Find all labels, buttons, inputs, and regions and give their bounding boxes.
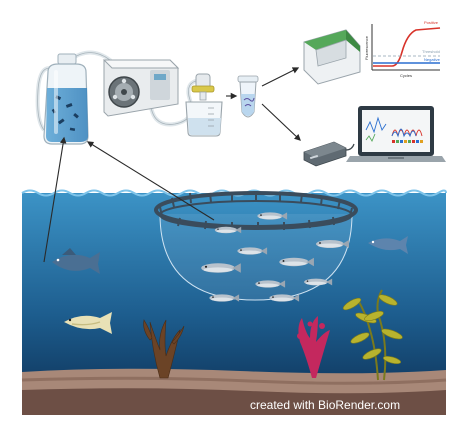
wild-fish-right (368, 236, 408, 254)
arrow-water-to-bottle (43, 136, 67, 263)
sequencer-icon (303, 141, 355, 167)
arrow-tube-to-sequencer (261, 103, 301, 141)
wild-fish-bottom-left (64, 312, 112, 334)
extraction-tube-icon (237, 75, 259, 118)
biorender-watermark: created with BioRender.com (250, 398, 401, 412)
net-ring-posts (159, 192, 353, 230)
seaweed-red (297, 316, 330, 378)
water-surface-waves (21, 189, 447, 197)
qpcr-positive-curve (373, 27, 441, 67)
qpcr-threshold-label: Threshold (422, 49, 440, 54)
seabed-sediment (22, 388, 446, 415)
net-pen-icon (154, 191, 358, 302)
seaweed-brown (143, 319, 185, 379)
sample-bottle-icon (43, 53, 89, 145)
qpcr-machine-icon (303, 29, 361, 85)
seabed-layer-1 (21, 376, 447, 385)
wild-fish-left (52, 248, 100, 274)
filter-beaker-icon (185, 73, 223, 137)
seaweed-kelp (342, 289, 403, 381)
qpcr-xlabel: Cycles (400, 73, 412, 78)
qpcr-ylabel: Fluorescence (364, 35, 369, 60)
arrow-tube-to-qpcr (261, 67, 300, 87)
laptop-icon (346, 106, 446, 162)
net-mesh (159, 213, 353, 301)
qpcr-negative-label: Negative (424, 57, 441, 62)
laptop-screen-content (365, 116, 423, 143)
workflow-arrows (43, 67, 301, 263)
arrow-netpen-to-bottle (86, 141, 215, 221)
peristaltic-pump-icon (102, 59, 180, 117)
qpcr-positive-label: Positive (424, 20, 439, 25)
qpcr-plot: Positive Threshold Negative Fluorescence… (364, 20, 441, 78)
seaweed-icon (143, 289, 403, 381)
